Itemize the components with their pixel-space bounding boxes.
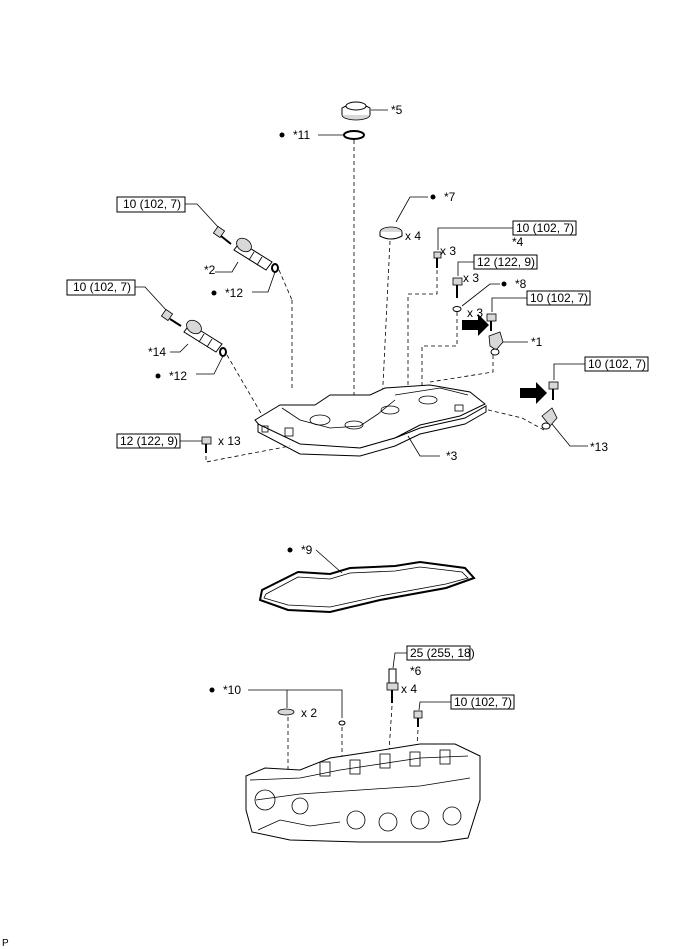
svg-text:10 (102, 7): 10 (102, 7) [73,280,131,294]
svg-text:10 (102, 7): 10 (102, 7) [123,197,181,211]
plug-10 [277,708,346,726]
o-ring-12b [219,347,227,357]
bolt-valve-2 [212,225,232,245]
camshaft-position-sensor-13 [541,407,558,430]
stud-bolt-4 [433,251,442,268]
callout-6: *6 [410,664,422,678]
stud-bolt-10 [413,710,423,727]
o-ring-12a [271,263,279,273]
qty-7: x 4 [405,229,421,243]
torque-box-14: 10 (102, 7) [66,279,136,296]
sensor-bolt-13 [548,381,559,400]
callout-8: *8 [515,277,527,291]
bolt-12 [452,277,463,298]
qty-4: x 3 [440,244,456,258]
qty-13: x 13 [218,434,241,448]
svg-text:12 (122, 9): 12 (122, 9) [477,255,535,269]
non-reusable-dot [209,687,215,693]
callout-13: *13 [590,440,608,454]
spark-plug [386,668,399,703]
svg-text:12 (122, 9): 12 (122, 9) [120,434,178,448]
torque-box-4: 10 (102, 7) [512,220,577,236]
svg-text:25 (255, 18): 25 (255, 18) [410,646,475,660]
callout-1: *1 [531,335,543,349]
oil-control-valve-2 [233,237,273,271]
camshaft-position-sensor-1 [488,331,504,356]
cylinder-head-cover [254,384,487,457]
bolt-valve-14 [160,308,182,327]
svg-text:10 (102, 7): 10 (102, 7) [588,357,646,371]
qty-6: x 4 [401,682,417,696]
callout-9: *9 [301,543,313,557]
torque-box-3: 12 (122, 9) [116,433,181,449]
callout-11: *11 [293,128,310,142]
callout-4: *4 [512,235,524,249]
svg-text:10 (102, 7): 10 (102, 7) [530,291,588,305]
torque-box-2: 10 (102, 7) [116,196,186,213]
sensor-bolt-1 [486,313,497,331]
torque-box-1: 10 (102, 7) [526,290,591,306]
callout-12b: *12 [169,369,187,383]
qty-12-bolt: x 3 [463,271,479,285]
callout-10: *10 [223,683,241,697]
figure-code: P [2,938,9,949]
callout-12a: *12 [225,286,243,300]
oil-filler-cap [341,101,371,121]
spark-plug-tube-gasket [379,226,403,240]
callout-3: *3 [446,449,458,463]
non-reusable-dot [287,547,293,553]
torque-box-12: 12 (122, 9) [473,254,538,270]
svg-text:10 (102, 7): 10 (102, 7) [516,221,574,235]
callout-7: *7 [444,190,456,204]
svg-text:10 (102, 7): 10 (102, 7) [454,695,512,709]
cylinder-head-cover-gasket [258,560,476,614]
non-reusable-dot [211,290,217,296]
torque-box-6: 25 (255, 18) [406,645,475,661]
oil-control-valve-14 [183,319,223,353]
non-reusable-dot [501,281,507,287]
arrow-icon [462,314,489,336]
torque-box-13: 10 (102, 7) [584,356,649,372]
oil-filler-cap-gasket [343,130,365,140]
qty-10: x 2 [301,706,317,720]
washer-8 [452,306,462,312]
non-reusable-dot [430,194,436,200]
non-reusable-dot [279,132,285,138]
non-reusable-dot [155,373,161,379]
torque-box-10: 10 (102, 7) [450,694,515,710]
callout-2: *2 [204,263,216,277]
arrow-icon [520,382,547,404]
cover-bolt [201,436,212,453]
callout-5: *5 [391,103,403,117]
cylinder-head [245,743,481,843]
callout-14: *14 [148,345,166,359]
